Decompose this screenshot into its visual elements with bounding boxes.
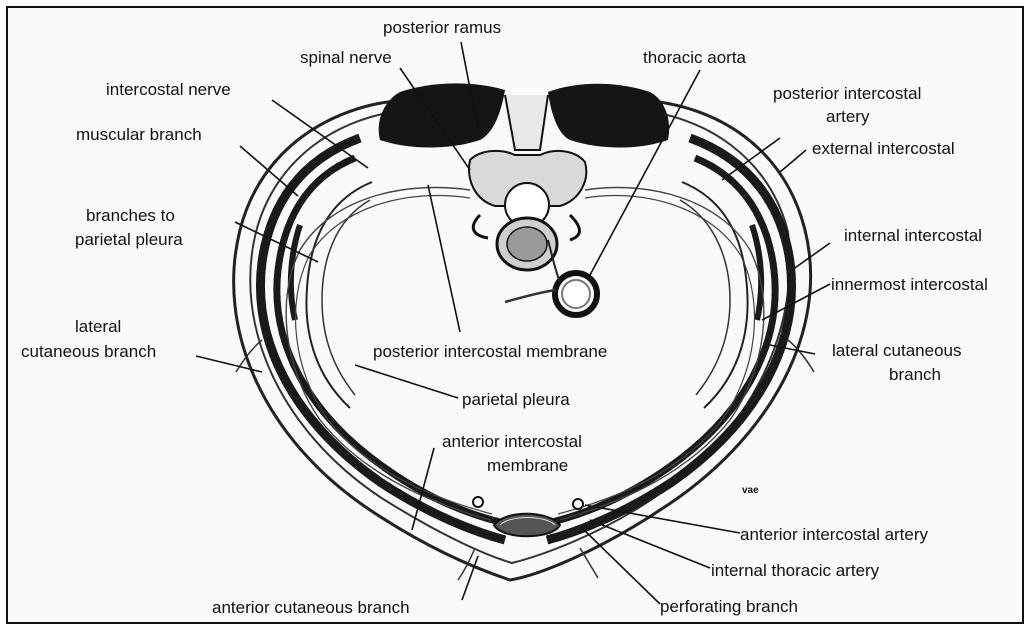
- label-internal-thoracic-artery: internal thoracic artery: [711, 561, 880, 580]
- label-perforating-branch: perforating branch: [660, 597, 798, 616]
- label-posterior-intercostal-membrane: posterior intercostal membrane: [373, 342, 607, 361]
- label-anterior-cutaneous-branch: anterior cutaneous branch: [212, 598, 410, 617]
- label-anterior-intercostal-membrane-line2: membrane: [487, 456, 568, 475]
- label-innermost-intercostal: innermost intercostal: [831, 275, 988, 294]
- label-parietal-pleura: parietal pleura: [462, 390, 570, 409]
- label-anterior-intercostal-artery: anterior intercostal artery: [740, 525, 929, 544]
- label-internal-intercostal: internal intercostal: [844, 226, 982, 245]
- label-lateral-cutaneous-right-line2: branch: [889, 365, 941, 384]
- label-lateral-cutaneous-left-line1: lateral: [75, 317, 121, 336]
- label-lateral-cutaneous-left-line2: cutaneous branch: [21, 342, 156, 361]
- label-spinal-nerve: spinal nerve: [300, 48, 392, 67]
- label-lateral-cutaneous-right-line1: lateral cutaneous: [832, 341, 961, 360]
- label-branches-to-parietal-pleura-line1: branches to: [86, 206, 175, 225]
- thoracic-wall: [234, 83, 814, 580]
- label-anterior-intercostal-membrane-line1: anterior intercostal: [442, 432, 582, 451]
- label-thoracic-aorta: thoracic aorta: [643, 48, 747, 67]
- label-posterior-ramus: posterior ramus: [383, 18, 501, 37]
- label-muscular-branch: muscular branch: [76, 125, 202, 144]
- label-intercostal-nerve: intercostal nerve: [106, 80, 231, 99]
- artist-initials: vae: [742, 485, 759, 496]
- label-external-intercostal: external intercostal: [812, 139, 955, 158]
- label-posterior-intercostal-artery-line2: artery: [826, 107, 870, 126]
- label-posterior-intercostal-artery-line1: posterior intercostal: [773, 84, 921, 103]
- label-branches-to-parietal-pleura-line2: parietal pleura: [75, 230, 183, 249]
